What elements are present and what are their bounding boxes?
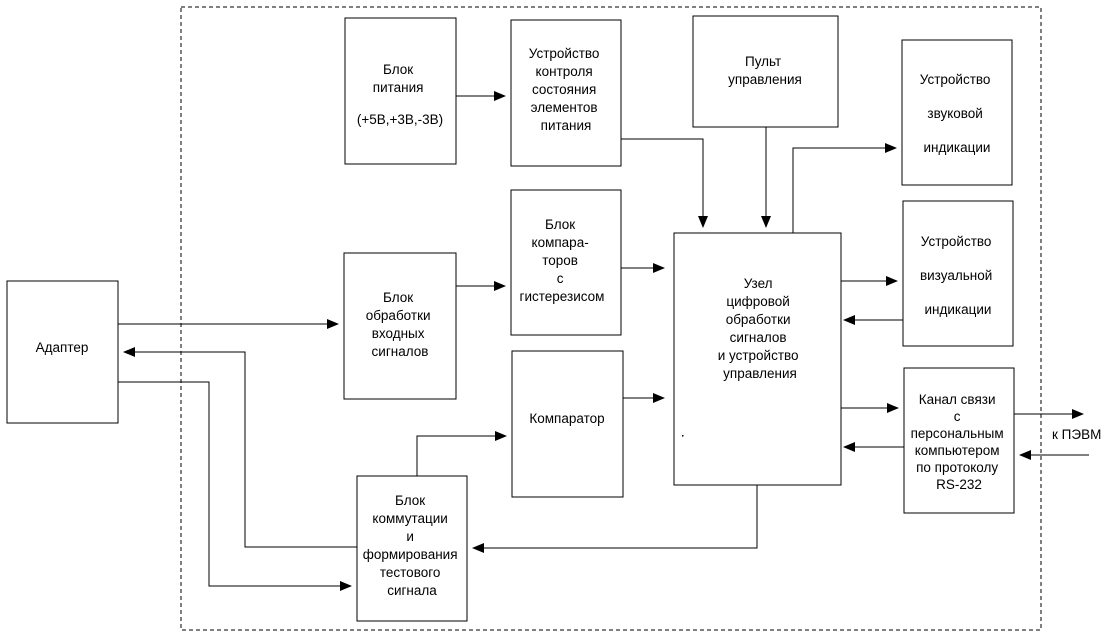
control-panel-label: Пульт управления bbox=[728, 54, 802, 87]
arrow-switching-to-adapter bbox=[123, 347, 357, 548]
arrow-digital-unit-to-switching bbox=[472, 485, 758, 553]
comparator-block: Компаратор bbox=[511, 350, 624, 498]
input-processing-block: Блок обработки входных сигналов bbox=[343, 252, 457, 400]
switching-test-signal-label: Блок коммутации и формирования тестового… bbox=[363, 493, 462, 598]
connections bbox=[118, 91, 1089, 591]
digital-processing-unit-block: Узел цифровой обработки сигналов и устро… bbox=[673, 232, 842, 486]
comparators-block: Блок компара- торов с гистерезисом bbox=[510, 189, 622, 336]
stray-dot bbox=[682, 435, 684, 437]
comparator-label: Компаратор bbox=[529, 411, 604, 426]
power-monitor-label: Устройство контроля состояния элементов … bbox=[529, 46, 603, 133]
digital-processing-unit-label: Узел цифровой обработки сигналов и устро… bbox=[718, 276, 803, 381]
power-supply-block: Блок питания (+5В,+3В,-3В) bbox=[344, 17, 457, 165]
arrow-monitor-to-digital-unit bbox=[621, 138, 708, 228]
adapter-block: Адаптер bbox=[6, 280, 119, 424]
power-monitor-block: Устройство контроля состояния элементов … bbox=[510, 19, 622, 167]
input-processing-label: Блок обработки входных сигналов bbox=[366, 290, 435, 359]
arrow-adapter-to-switching bbox=[118, 381, 352, 591]
arrow-digital-unit-to-sound bbox=[792, 143, 897, 233]
device-boundary bbox=[180, 6, 1042, 631]
switching-test-signal-block: Блок коммутации и формирования тестового… bbox=[356, 475, 468, 622]
sound-indication-block: Устройство звуковой индикации bbox=[901, 39, 1013, 186]
comparators-label: Блок компара- торов с гистерезисом bbox=[520, 217, 605, 304]
sound-indication-label: Устройство звуковой индикации bbox=[920, 72, 994, 155]
pc-channel-label: Канал связи с персональным компьютером п… bbox=[911, 392, 1008, 492]
power-supply-label: Блок питания (+5В,+3В,-3В) bbox=[357, 62, 443, 127]
control-panel-block: Пульт управления bbox=[692, 15, 839, 128]
arrow-switching-to-comparator bbox=[416, 431, 507, 476]
visual-indication-block: Устройство визуальной индикации bbox=[902, 200, 1014, 347]
pc-external-label: к ПЭВМ bbox=[1052, 427, 1101, 442]
adapter-label: Адаптер bbox=[36, 340, 89, 355]
visual-indication-label: Устройство визуальной индикации bbox=[920, 234, 996, 317]
pc-channel-block: Канал связи с персональным компьютером п… bbox=[903, 367, 1015, 514]
